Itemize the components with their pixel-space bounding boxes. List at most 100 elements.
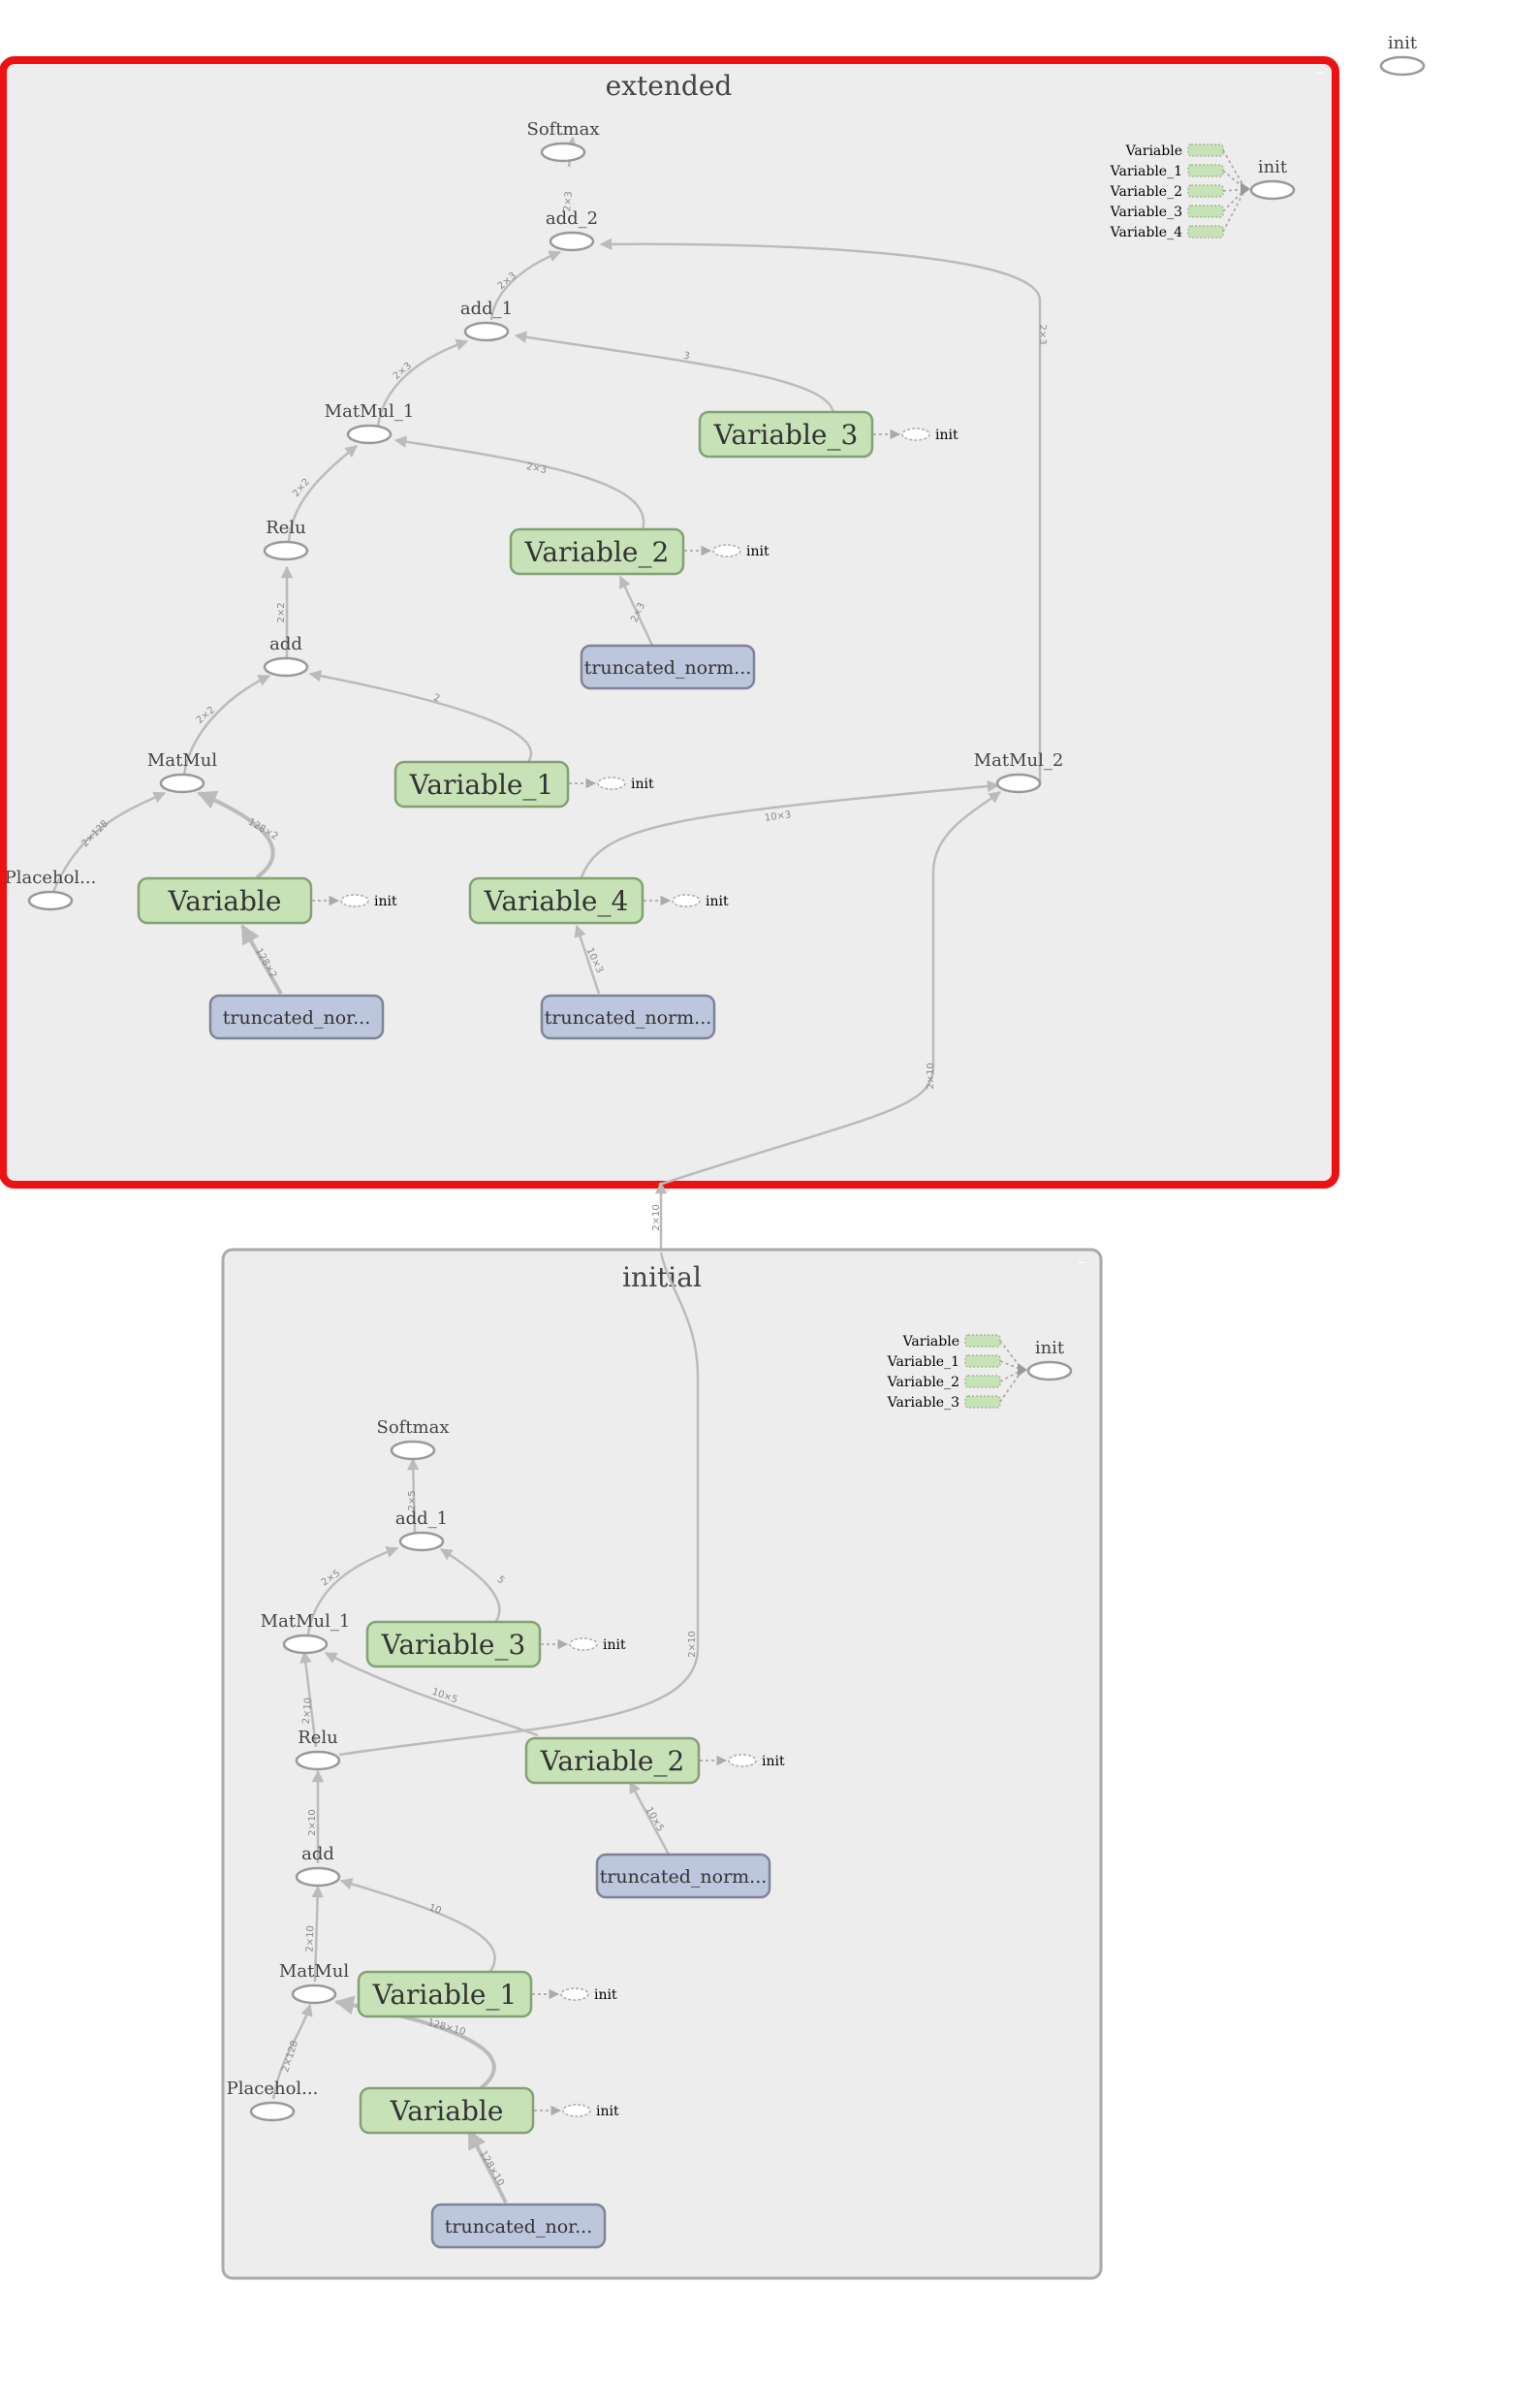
scope-initial[interactable]: initial – 2×5 5 2×5 10×5 2×10 2×10 10×5 … [221, 1248, 1103, 2280]
node-relu[interactable]: Relu [263, 518, 309, 561]
initial-node-add-1[interactable]: add_1 [395, 1508, 448, 1552]
initial-node-softmax[interactable]: Softmax [376, 1417, 450, 1461]
initial-node-variable-2-init[interactable] [728, 1754, 757, 1767]
initial-node-variable-3[interactable]: Variable_3 init [365, 1620, 626, 1668]
node-variable-4-label: Variable_4 [484, 885, 629, 917]
initial-node-truncated-normal-variable-2[interactable]: truncated_norm... [595, 1853, 771, 1899]
initial-node-softmax-ellipse[interactable] [390, 1440, 436, 1461]
node-variable-2[interactable]: Variable_2 init [509, 527, 770, 576]
node-truncated-normal-variable[interactable]: truncated_nor... [208, 994, 385, 1040]
initial-node-variable-1-init-label: init [594, 1987, 617, 2003]
edge-initial-matmul1-add1 [306, 1545, 399, 1635]
initial-node-truncated-normal-variable-box[interactable] [430, 2203, 607, 2249]
initial-node-variable-1[interactable]: Variable_1 init [357, 1970, 617, 2018]
edge-initial-tn-v [467, 2129, 508, 2204]
initial-node-matmul-1[interactable]: MatMul_1 [261, 1611, 351, 1655]
node-placeholder-ellipse[interactable] [27, 890, 74, 911]
top-init-label: init [1388, 33, 1418, 53]
initial-node-variable-box[interactable] [359, 2086, 535, 2135]
initial-init-ellipse[interactable] [1026, 1360, 1073, 1381]
node-matmul[interactable]: MatMul [147, 750, 217, 794]
node-add-2-ellipse[interactable] [549, 231, 595, 252]
node-matmul-ellipse[interactable] [159, 773, 205, 794]
node-variable-3[interactable]: Variable_3 init [698, 410, 959, 459]
node-truncated-normal-variable-4-box[interactable] [540, 994, 716, 1040]
node-matmul-2[interactable]: MatMul_2 [974, 750, 1064, 794]
top-init-node[interactable]: init [1379, 33, 1426, 77]
edge-label-v2-matmul1: 2×3 [525, 461, 548, 476]
edge-label-initial-add1-softmax: 2×5 [407, 1490, 418, 1510]
node-add-2[interactable]: add_2 [546, 208, 598, 252]
node-add[interactable]: add [263, 634, 309, 678]
scope-extended[interactable]: extended – 2×3 2×3 2×3 3 2×3 2×3 2×2 2×3… [0, 56, 1339, 1189]
initial-node-matmul[interactable]: MatMul [279, 1961, 349, 2005]
node-add-1-ellipse[interactable] [463, 321, 510, 342]
initial-node-placeholder-ellipse[interactable] [249, 2101, 296, 2122]
extended-legend-var-0 [1187, 143, 1224, 157]
node-variable[interactable]: Variable init [137, 876, 397, 925]
edge-initial-tn-v2 [628, 1780, 671, 1856]
initial-node-truncated-normal-variable-label: truncated_nor... [445, 2216, 593, 2238]
initial-node-variable-3-label: Variable_3 [381, 1629, 526, 1661]
node-softmax-ellipse[interactable] [540, 142, 586, 163]
initial-node-add-ellipse[interactable] [295, 1866, 341, 1888]
initial-node-add[interactable]: add [295, 1844, 341, 1888]
initial-legend-arrow [1018, 1363, 1027, 1377]
initial-node-truncated-normal-variable-2-box[interactable] [595, 1853, 771, 1899]
initial-node-matmul-1-label: MatMul_1 [261, 1611, 351, 1632]
extended-legend-var-2 [1187, 184, 1224, 198]
node-truncated-normal-variable-box[interactable] [208, 994, 385, 1040]
top-init-ellipse[interactable] [1379, 55, 1426, 77]
scope-extended-collapse-button[interactable]: – [1316, 63, 1324, 81]
initial-node-variable-2-box[interactable] [524, 1736, 701, 1785]
node-relu-ellipse[interactable] [263, 540, 309, 561]
node-variable-1-box[interactable] [393, 760, 570, 809]
scope-initial-collapse-button[interactable]: – [1078, 1253, 1085, 1271]
node-variable-3-init[interactable] [901, 428, 930, 441]
scope-initial-title: initial [622, 1261, 702, 1293]
node-variable-4[interactable]: Variable_4 init [468, 876, 729, 925]
initial-node-variable-init[interactable] [562, 2104, 591, 2117]
node-truncated-normal-variable-4[interactable]: truncated_norm... [540, 994, 716, 1040]
node-variable-2-init[interactable] [712, 544, 741, 557]
node-placeholder[interactable]: Placehol... [5, 868, 97, 911]
initial-node-variable-1-box[interactable] [357, 1970, 533, 2018]
initial-node-relu-ellipse[interactable] [295, 1750, 341, 1771]
initial-node-matmul-1-ellipse[interactable] [282, 1634, 329, 1655]
node-truncated-normal-variable-2-box[interactable] [580, 644, 756, 690]
node-variable-3-box[interactable] [698, 410, 874, 459]
node-variable-4-box[interactable] [468, 876, 644, 925]
node-matmul-1[interactable]: MatMul_1 [325, 401, 415, 445]
initial-node-variable-1-init[interactable] [560, 1987, 589, 2001]
node-add-1[interactable]: add_1 [460, 299, 513, 342]
initial-legend-var-2 [964, 1375, 1001, 1388]
node-variable-4-init[interactable] [672, 894, 701, 907]
node-variable-1-init[interactable] [597, 777, 626, 790]
node-variable-init[interactable] [340, 894, 369, 907]
initial-node-add-1-ellipse[interactable] [398, 1531, 445, 1552]
node-variable-1[interactable]: Variable_1 init [393, 760, 654, 809]
initial-node-variable-3-init[interactable] [569, 1637, 598, 1651]
initial-node-add-label: add [301, 1844, 334, 1864]
initial-init-label: init [1035, 1338, 1065, 1358]
scope-extended-title: extended [606, 70, 733, 102]
node-variable-2-box[interactable] [509, 527, 685, 576]
node-matmul-1-ellipse[interactable] [346, 424, 393, 445]
node-matmul-2-ellipse[interactable] [995, 773, 1042, 794]
node-variable-box[interactable] [137, 876, 313, 925]
node-add-ellipse[interactable] [263, 656, 309, 678]
extended-legend-label-4: Variable_4 [1110, 225, 1182, 240]
edge-label-initial-v3-add1: 5 [495, 1574, 507, 1587]
initial-node-variable-3-box[interactable] [365, 1620, 542, 1668]
initial-node-relu[interactable]: Relu [295, 1728, 341, 1771]
initial-node-placeholder[interactable]: Placehol... [227, 2079, 319, 2122]
initial-node-truncated-normal-variable[interactable]: truncated_nor... [430, 2203, 607, 2249]
node-softmax[interactable]: Softmax [526, 119, 600, 163]
extended-init-ellipse[interactable] [1249, 179, 1296, 201]
node-truncated-normal-variable-2[interactable]: truncated_norm... [580, 644, 756, 690]
node-variable-3-label: Variable_3 [713, 419, 859, 451]
initial-node-variable-2[interactable]: Variable_2 init [524, 1736, 785, 1785]
initial-node-matmul-ellipse[interactable] [291, 1984, 337, 2005]
initial-node-variable[interactable]: Variable init [359, 2086, 619, 2135]
